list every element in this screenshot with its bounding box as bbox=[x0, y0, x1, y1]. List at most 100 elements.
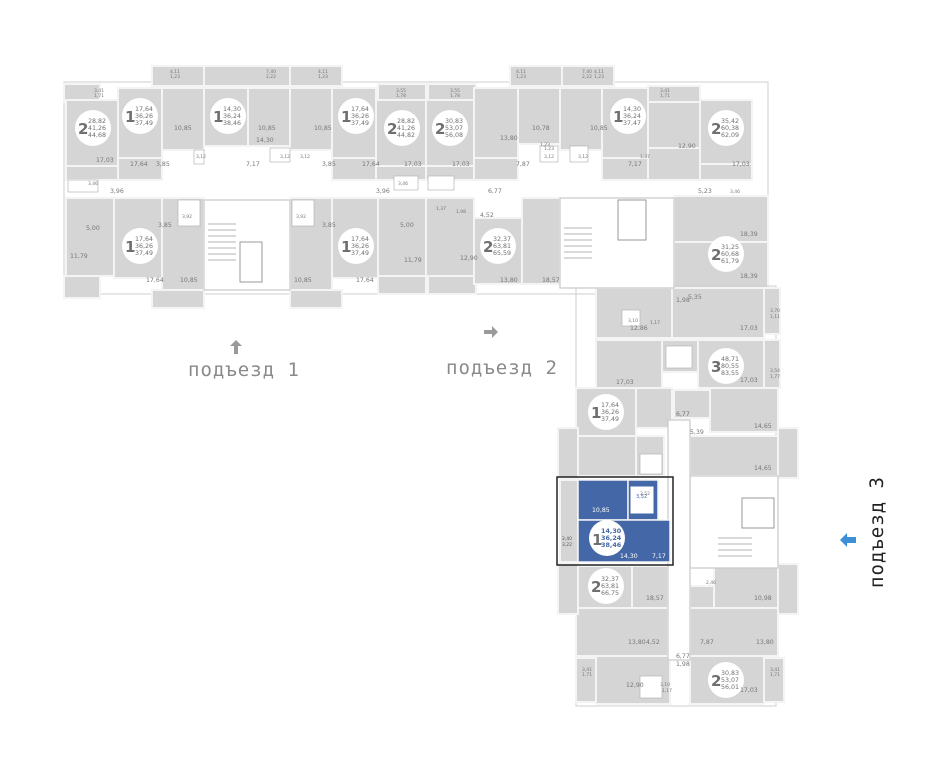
apartment-area: 31,25 bbox=[721, 244, 739, 251]
room-area-label: 12,86 bbox=[630, 325, 648, 332]
selected-rooms-count: 1 bbox=[592, 531, 602, 549]
room-area-label: 17,03 bbox=[740, 377, 758, 384]
small-area-label: 1,11 bbox=[770, 314, 780, 320]
room-area-label: 11,79 bbox=[404, 257, 422, 264]
apartment-area: 32,37 bbox=[601, 576, 619, 583]
small-area-label: 3,52 bbox=[640, 491, 650, 497]
small-area-label: 1,23 bbox=[594, 74, 604, 80]
small-area-label: 1,17 bbox=[650, 320, 660, 326]
fixtures bbox=[67, 145, 693, 699]
apartment-rooms-count: 1 bbox=[125, 238, 135, 256]
entrance-2-label: подъезд 2 bbox=[446, 357, 558, 379]
apartment-area: 66,75 bbox=[601, 590, 619, 597]
room-area-label: 3,85 bbox=[322, 222, 336, 229]
apartment-badge-circle bbox=[708, 110, 744, 146]
room-area-label: 7,87 bbox=[700, 639, 714, 646]
small-area-label: 4,11 bbox=[170, 69, 180, 75]
apartment-area: 36,26 bbox=[135, 243, 153, 250]
apartment-rooms-count: 1 bbox=[341, 108, 351, 126]
apartment-area: 35,42 bbox=[721, 118, 739, 125]
small-area-label: 3,12 bbox=[196, 154, 206, 160]
room-area-label: 13,80 bbox=[628, 639, 646, 646]
small-area-label: 3,12 bbox=[544, 154, 554, 160]
small-area-labels: 4,111,237,402,224,111,234,111,237,402,22… bbox=[88, 69, 780, 694]
room-area-label: 3,85 bbox=[322, 161, 336, 168]
room-area-label: 12,90 bbox=[626, 682, 644, 689]
small-area-label: 3,12 bbox=[578, 154, 588, 160]
room-area-label: 10,85 bbox=[590, 125, 608, 132]
small-area-label: 3,12 bbox=[280, 154, 290, 160]
apartment-area: 17,64 bbox=[351, 106, 369, 113]
room-area-label: 10,85 bbox=[294, 277, 312, 284]
apartment-area: 17,64 bbox=[351, 236, 369, 243]
apartment-rooms-count: 2 bbox=[78, 120, 88, 138]
small-area-label: 3,41 bbox=[770, 667, 780, 673]
apartment-area: 63,81 bbox=[601, 583, 619, 590]
room-area-label: 6,77 bbox=[488, 188, 502, 195]
apartment-area: 60,38 bbox=[721, 125, 739, 132]
apartment-area: 80,55 bbox=[721, 363, 739, 370]
apartment-area: 65,59 bbox=[493, 250, 511, 257]
apartment-badge-circle bbox=[122, 98, 158, 134]
apartment-area: 36,26 bbox=[351, 113, 369, 120]
stair-cores bbox=[203, 197, 779, 661]
small-area-label: 1,71 bbox=[770, 672, 780, 678]
apartment-area: 36,24 bbox=[623, 113, 641, 120]
apartment-area: 41,26 bbox=[397, 125, 415, 132]
room-area-label: 1,98 bbox=[676, 661, 690, 668]
room-area-label: 17,64 bbox=[146, 277, 164, 284]
apartment-area: 37,49 bbox=[601, 416, 619, 423]
room-area-label: 10,85 bbox=[180, 277, 198, 284]
room-area-label: 12,90 bbox=[460, 255, 478, 262]
entrance-3[interactable]: подъезд 3 bbox=[840, 476, 888, 588]
apartment-badge-circle bbox=[122, 228, 158, 264]
selected-apartment[interactable]: 1 14,30 36,24 38,46 10,85 14,30 7,17 3,5… bbox=[556, 476, 674, 566]
room-area-label: 17,03 bbox=[404, 161, 422, 168]
small-area-label: 1,71 bbox=[94, 93, 104, 99]
room-area-label: 3,96 bbox=[376, 188, 390, 195]
room-area-label: 18,39 bbox=[740, 231, 758, 238]
small-area-label: 3,41 bbox=[582, 667, 592, 673]
room-area-label: 6,77 bbox=[676, 411, 690, 418]
room-area-label: 5,39 bbox=[690, 429, 704, 436]
selected-living-area: 14,30 bbox=[601, 527, 622, 535]
apartment-area: 14,30 bbox=[623, 106, 641, 113]
apartment-area: 36,26 bbox=[351, 243, 369, 250]
room-area-label: 13,80 bbox=[756, 639, 774, 646]
room-area-label: 5,00 bbox=[86, 225, 100, 232]
apartment-rooms-count: 2 bbox=[711, 120, 721, 138]
entrance-2[interactable]: подъезд 2 bbox=[446, 326, 558, 379]
apartment-badge-circle bbox=[75, 110, 111, 146]
small-area-label: 1,78 bbox=[450, 93, 460, 99]
small-area-label: 1,17 bbox=[662, 688, 672, 694]
apartment-area: 30,83 bbox=[721, 670, 739, 677]
small-area-label: 4,11 bbox=[516, 69, 526, 75]
room-area-label: 17,03 bbox=[740, 325, 758, 332]
apartment-area: 37,49 bbox=[135, 250, 153, 257]
room-area-label: 10,85 bbox=[314, 125, 332, 132]
small-area-label: 1,37 bbox=[640, 154, 650, 160]
entrance-1[interactable]: подъезд 1 bbox=[188, 340, 300, 381]
room-area-label: 1,98 bbox=[676, 297, 690, 304]
entrance-3-label: подъезд 3 bbox=[866, 476, 888, 588]
small-area-label: 4,11 bbox=[594, 69, 604, 75]
apartment-rooms-count: 2 bbox=[591, 578, 601, 596]
room-area-label: 13,80 bbox=[500, 135, 518, 142]
